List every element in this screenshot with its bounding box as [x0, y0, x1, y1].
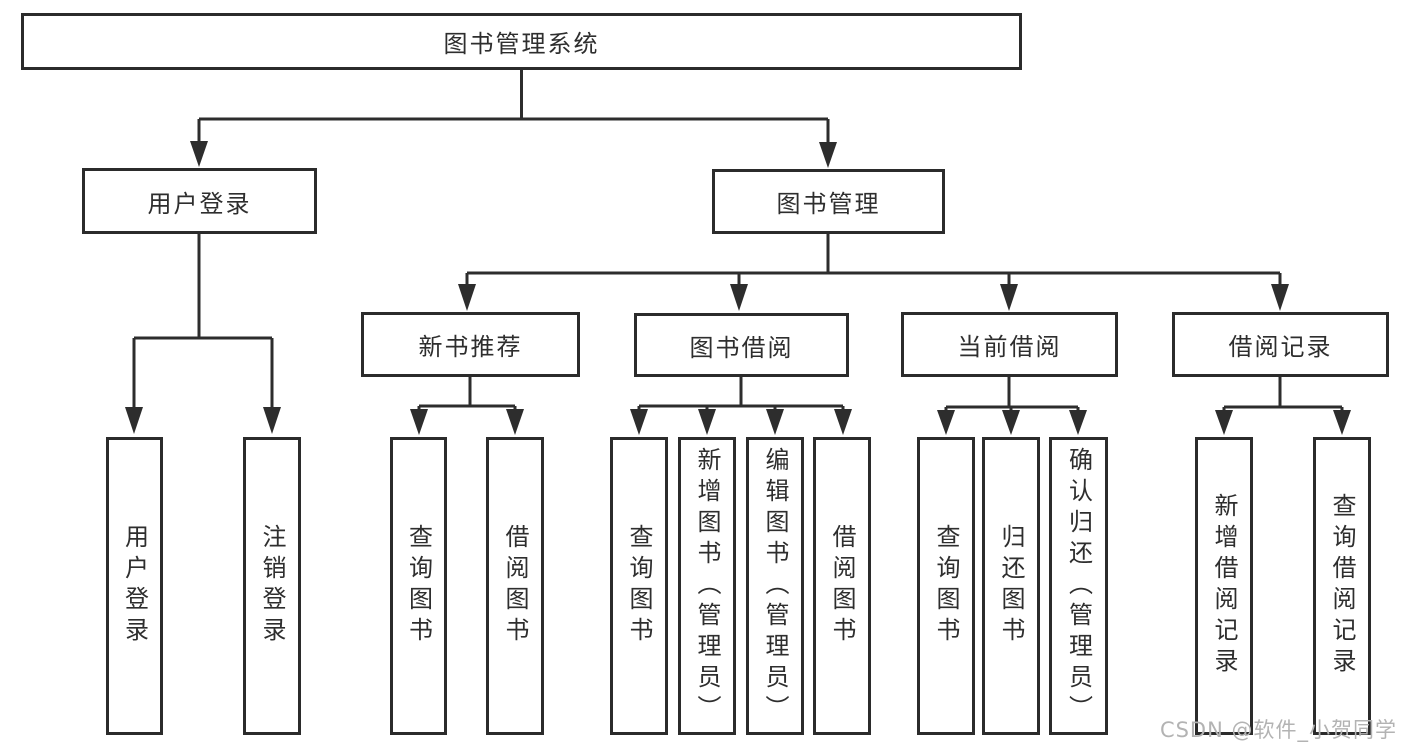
leaf-current-confirm-return-admin: 确认归还（管理员）	[1049, 437, 1108, 735]
leaf-borrowing-edit-books-admin: 编辑图书（管理员）	[746, 437, 804, 735]
leaf-current-return-books: 归还图书	[982, 437, 1040, 735]
connector-records-to-leaves	[1215, 376, 1351, 435]
connector-borrowing-to-leaves	[630, 376, 852, 435]
connector-user-login-to-leaves	[125, 233, 281, 434]
leaf-records-add-record: 新增借阅记录	[1195, 437, 1253, 735]
root-node-library-system: 图书管理系统	[21, 13, 1022, 70]
node-user-login: 用户登录	[82, 168, 317, 234]
connector-book-mgmt-to-level3	[458, 233, 1289, 311]
leaf-newbook-borrow-books: 借阅图书	[486, 437, 544, 735]
leaf-records-query-record: 查询借阅记录	[1313, 437, 1371, 735]
csdn-watermark: CSDN @软件_小贺同学	[1159, 718, 1397, 742]
leaf-newbook-query-books: 查询图书	[390, 437, 447, 735]
connector-new-book-to-leaves	[410, 376, 524, 435]
node-new-book-recommendation: 新书推荐	[361, 312, 580, 377]
connector-root-to-level2	[190, 69, 837, 168]
leaf-borrowing-add-books-admin: 新增图书（管理员）	[678, 437, 736, 735]
connector-current-to-leaves	[937, 376, 1087, 435]
leaf-user-login: 用户登录	[106, 437, 163, 735]
node-book-management: 图书管理	[712, 169, 945, 234]
node-borrowing-records: 借阅记录	[1172, 312, 1389, 377]
leaf-borrowing-borrow-books: 借阅图书	[813, 437, 871, 735]
leaf-current-query-books: 查询图书	[917, 437, 975, 735]
node-book-borrowing: 图书借阅	[634, 313, 849, 377]
leaf-logout: 注销登录	[243, 437, 301, 735]
node-current-borrowing: 当前借阅	[901, 312, 1118, 377]
leaf-borrowing-query-books: 查询图书	[610, 437, 668, 735]
